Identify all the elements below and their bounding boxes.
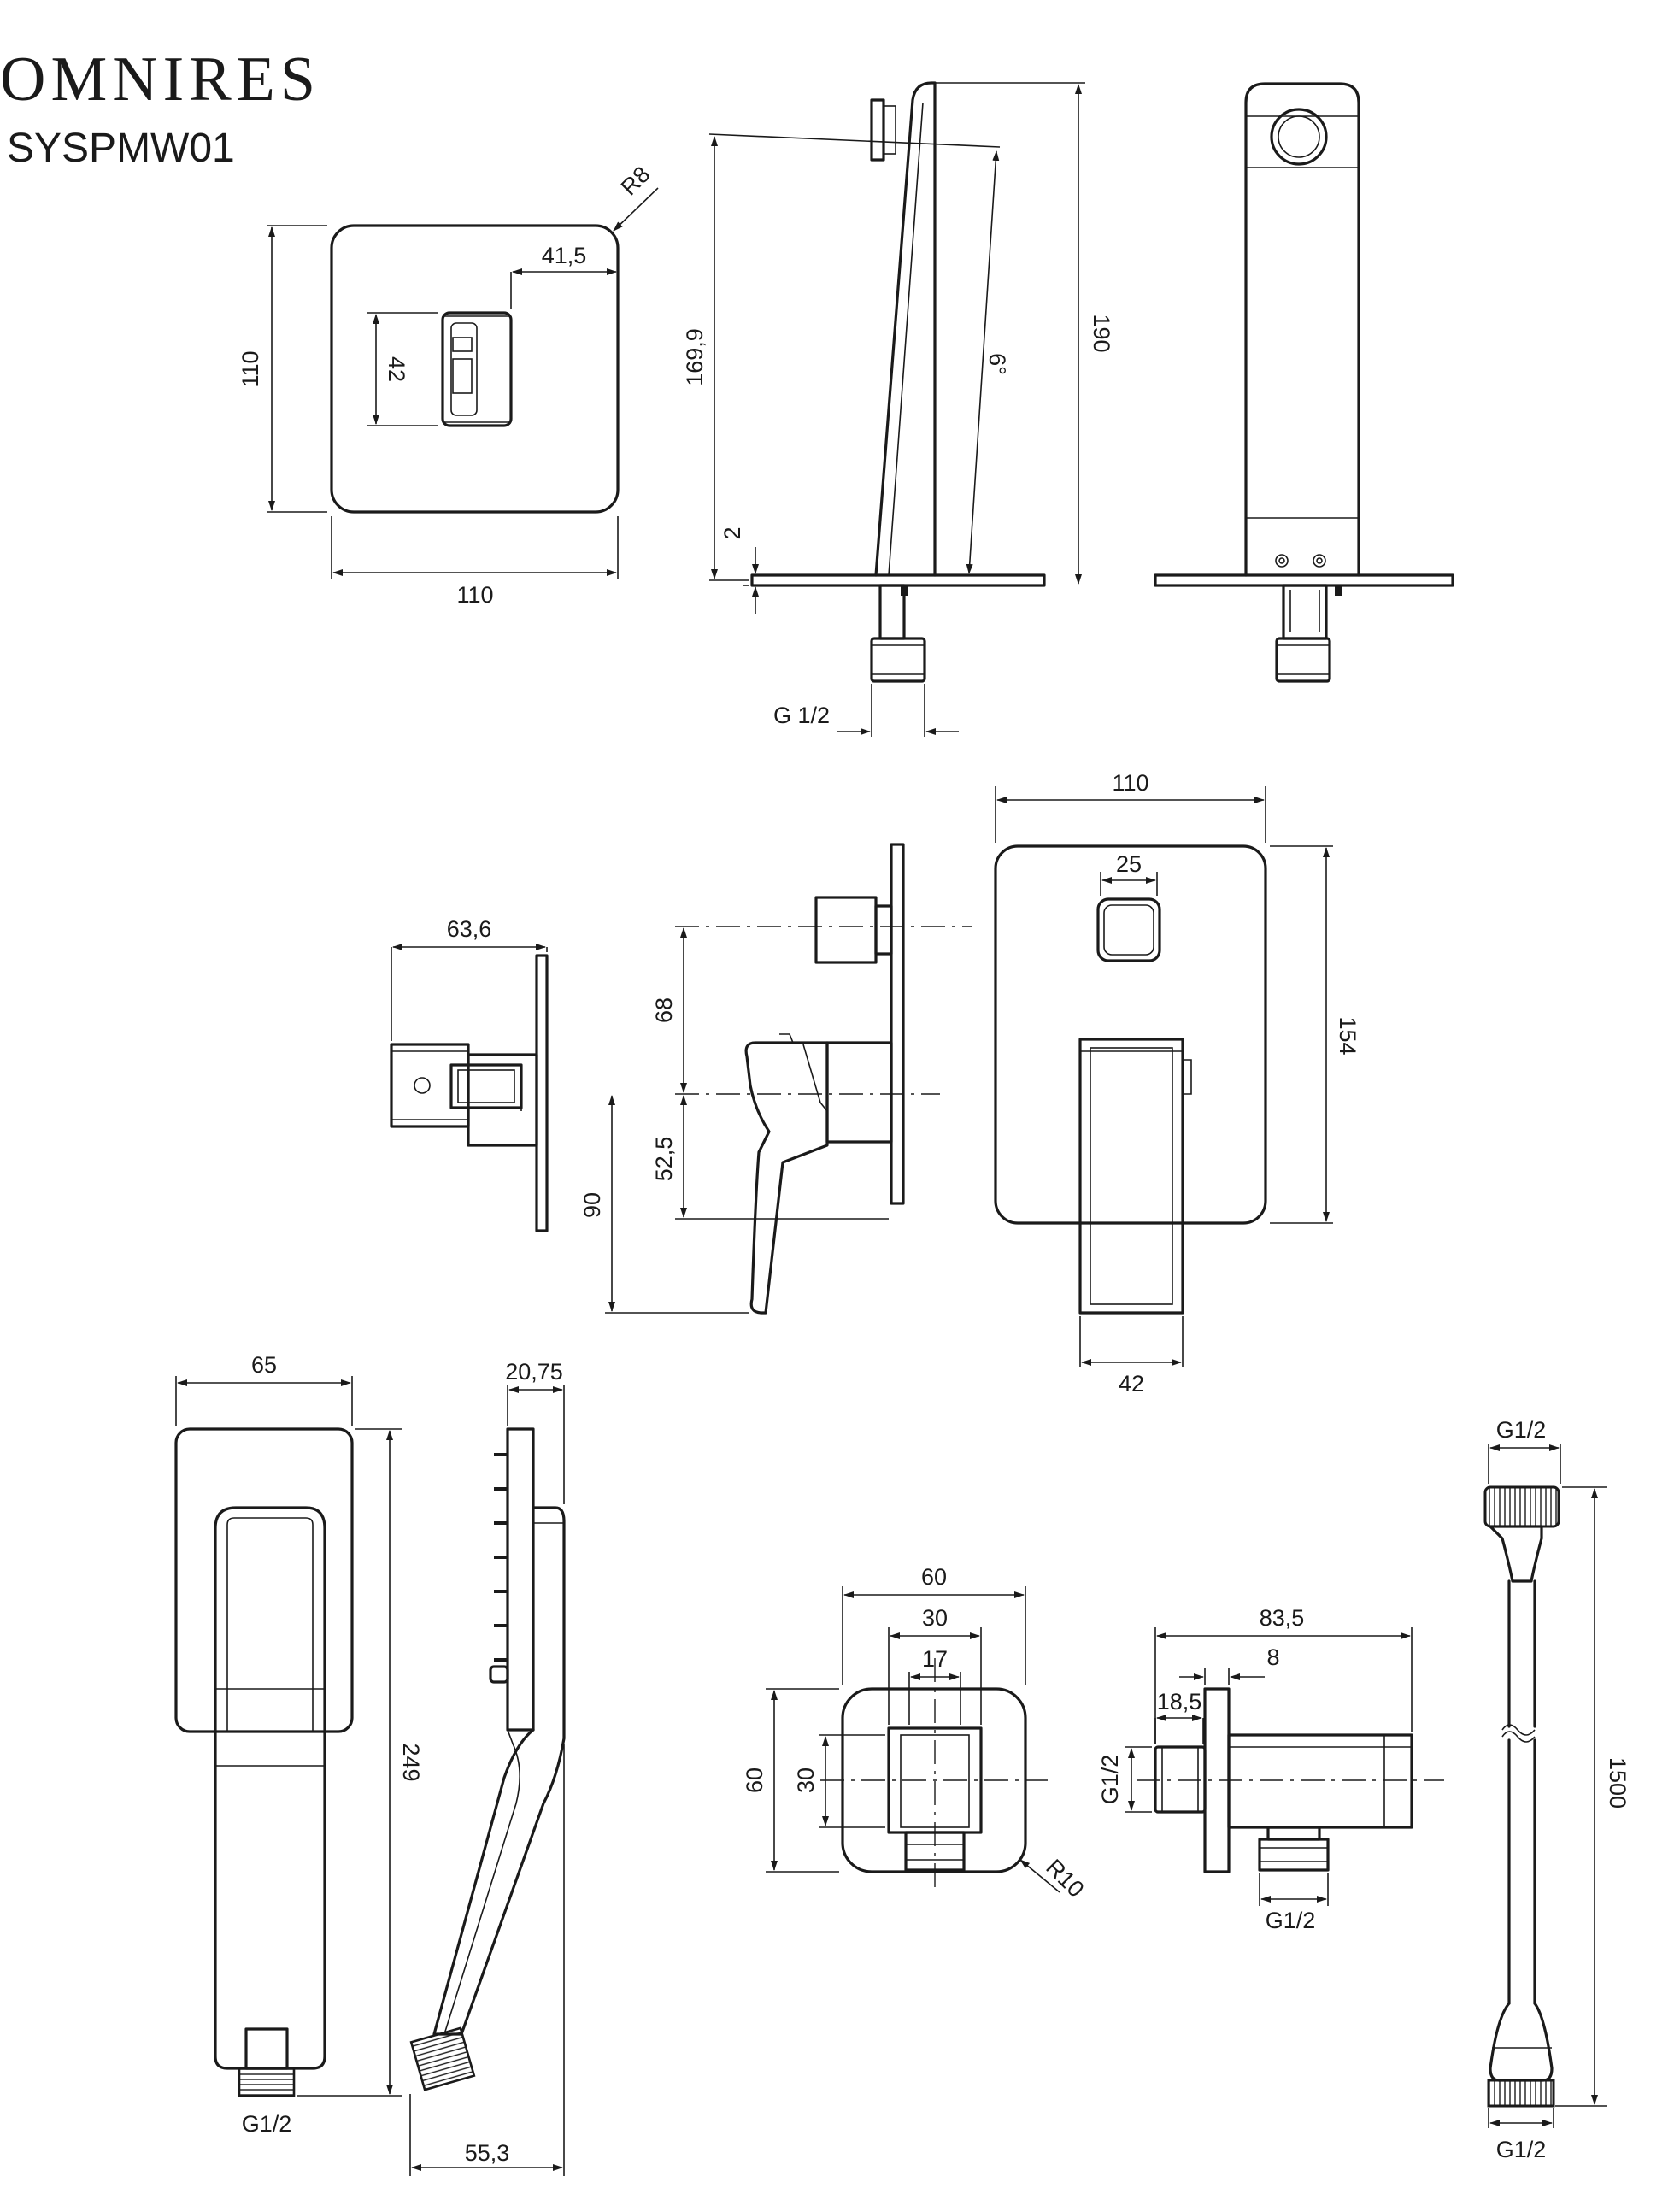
dimension-handshower-length: 249 [398,1743,424,1781]
dimension-plate-gap: 2 [720,526,745,539]
hand-shower-side-view: 20,75 55,3 [409,1359,566,2176]
dimension-handshower-thickness: 20,75 [505,1359,563,1385]
dimension-spout-height: 190 [1089,314,1114,352]
dimension-holder-inner-height: 30 [793,1767,819,1793]
dimension-holder-outlet: 17 [922,1646,948,1672]
dimension-elbow-plate: 8 [1266,1644,1279,1670]
dimension-spout-length: 169,9 [682,328,708,386]
dimension-axis-distance: 68 [651,997,677,1023]
spout-wall-plate-front-view: 110 110 41,5 42 R8 [238,162,659,608]
dimension-handshower-depth: 55,3 [465,2140,510,2166]
mixer-front-view: 110 25 154 42 [994,770,1360,1397]
dimension-spout-thread: G 1/2 [773,703,830,728]
dimension-hose-length: 1500 [1605,1757,1630,1809]
dimension-handshower-width: 65 [251,1352,277,1378]
dimension-lever-width: 42 [1119,1371,1144,1397]
dimension-hose-top-thread: G1/2 [1496,1417,1547,1443]
dimension-plate-height: 110 [238,350,263,387]
dimension-box-depth: 63,6 [447,916,492,942]
dimension-outlet-offset: 41,5 [542,243,587,268]
dimension-handshower-thread: G1/2 [242,2111,292,2137]
dimension-holder-width: 60 [921,1564,947,1590]
dimension-lever-depth: 90 [579,1192,605,1218]
dimension-lever-reach: 52,5 [651,1137,677,1182]
dimension-plate-width: 110 [456,582,493,608]
dimension-mixer-height: 154 [1335,1016,1360,1055]
brand-logo: OMNIRES [0,44,320,115]
dimension-elbow-inlet-thread: G1/2 [1097,1755,1123,1805]
model-code: SYSPMW01 [7,126,235,171]
spout-side-view: 169,9 190 6° 2 G 1/2 [682,81,1114,737]
dimension-mixer-width: 110 [1112,770,1148,796]
mixer-side-view: 68 52,5 90 [579,843,972,1315]
dimension-elbow-outlet-thread: G1/2 [1266,1908,1316,1933]
dimension-outlet-height: 42 [384,356,409,382]
dimension-holder-radius: R10 [1041,1855,1089,1903]
dimension-holder-inner-width: 30 [922,1605,948,1631]
wall-elbow-side-view: 83,5 8 18,5 G1/2 G1/2 [1097,1605,1444,1933]
spout-front-view [1154,82,1454,683]
dimension-elbow-spacing: 18,5 [1157,1689,1202,1715]
dimension-elbow-length: 83,5 [1260,1605,1305,1631]
dimension-diverter-width: 25 [1116,851,1142,877]
dimension-holder-height: 60 [742,1767,767,1793]
wall-holder-front-view: 60 30 17 60 30 R10 [742,1564,1089,1903]
shower-hose-view: G1/2 1500 G1/2 [1483,1417,1630,2162]
dimension-corner-radius: R8 [616,162,655,201]
hand-shower-front-view: 65 249 G1/2 [174,1352,424,2137]
dimension-spout-angle: 6° [984,353,1010,375]
mixer-box-side-view: 63,6 [390,916,549,1232]
dimension-hose-bottom-thread: G1/2 [1496,2137,1547,2162]
